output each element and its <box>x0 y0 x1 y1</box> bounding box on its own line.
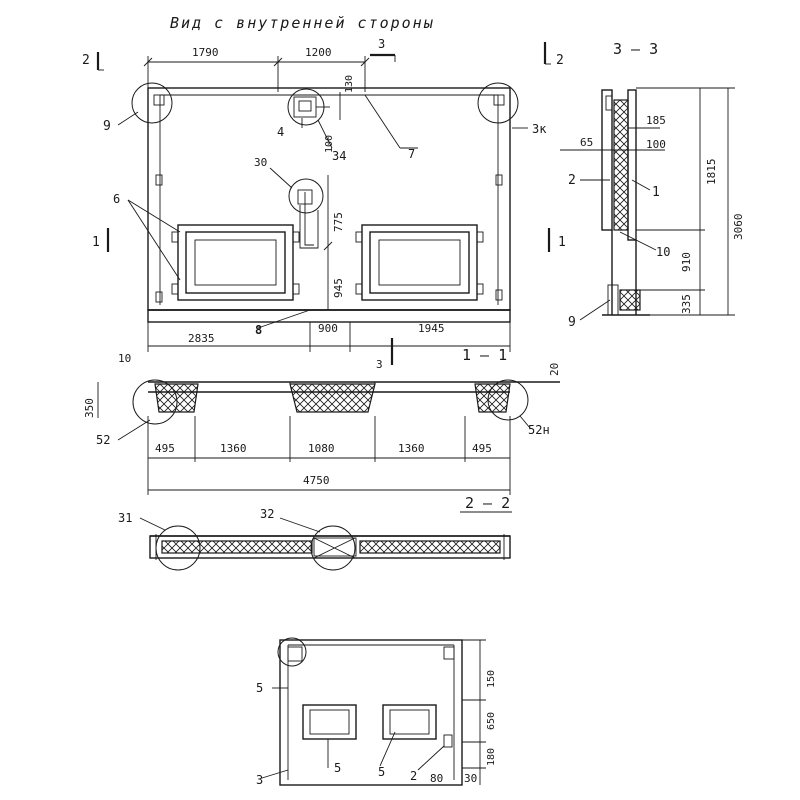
dim-910: 910 <box>680 252 693 272</box>
label-34: 34 <box>332 149 346 163</box>
callout-circle-30 <box>288 178 324 214</box>
dim-total-4750: 4750 <box>303 474 330 487</box>
dim-10: 10 <box>118 352 131 365</box>
label-7: 7 <box>408 147 415 161</box>
dim-335: 335 <box>680 294 693 314</box>
dim-65: 65 <box>580 136 593 149</box>
dim-20: 20 <box>548 363 561 376</box>
label-5-small-right: 5 <box>378 765 385 779</box>
section-mark-1-left: 1 <box>92 235 100 250</box>
callout-circle-9 <box>131 82 173 124</box>
dim-945: 945 <box>332 278 345 298</box>
label-30: 30 <box>254 156 267 169</box>
label-4: 4 <box>277 125 284 139</box>
label-52: 52 <box>96 433 110 447</box>
callout-circle-small <box>277 637 307 667</box>
label-9: 9 <box>103 119 111 134</box>
callout-circle-52 <box>132 379 178 425</box>
callout-circle-3k <box>477 82 519 124</box>
callout-circle-52n <box>487 379 529 421</box>
label-6: 6 <box>113 192 120 206</box>
dim-1080: 1080 <box>308 442 335 455</box>
dim-495-left: 495 <box>155 442 175 455</box>
label-8: 8 <box>255 323 262 337</box>
dim-3060: 3060 <box>732 214 745 241</box>
section-2-2-title: 2 — 2 <box>465 494 510 512</box>
dim-650-small: 650 <box>486 712 497 730</box>
panel-base-strip <box>147 309 511 323</box>
section-3-3: 3 — 3 1815 3060 910 335 185 65 100 2 1 <box>560 40 745 330</box>
label-5-small-mid: 5 <box>334 761 341 775</box>
section-mark-3-bottom: 3 <box>376 358 383 371</box>
dim-top-1200: 1200 <box>305 46 332 59</box>
dim-130: 130 <box>344 75 355 93</box>
dim-150-small: 150 <box>486 670 497 688</box>
label-9-s33: 9 <box>568 315 576 330</box>
section-1-1-title: 1 — 1 <box>462 346 507 364</box>
label-3-small: 3 <box>256 773 263 787</box>
section-mark-1-right: 1 <box>558 235 566 250</box>
label-1-s33: 1 <box>652 185 660 200</box>
main-view-title: Вид с внутренней стороны <box>170 14 435 32</box>
dim-1360-left: 1360 <box>220 442 247 455</box>
label-10-s33: 10 <box>656 245 670 259</box>
label-2-small: 2 <box>410 769 417 783</box>
main-view: 1790 1200 130 100 775 945 2835 900 1945 … <box>82 37 566 371</box>
section-mark-3-top: 3 <box>378 37 385 51</box>
dim-bottom-2835: 2835 <box>188 332 215 345</box>
dim-495-right: 495 <box>472 442 492 455</box>
dim-775: 775 <box>332 212 345 232</box>
dim-80-small: 80 <box>430 772 443 785</box>
dim-180-small: 180 <box>486 748 497 766</box>
dim-1360-right: 1360 <box>398 442 425 455</box>
dim-top-1790: 1790 <box>192 46 219 59</box>
dim-185: 185 <box>646 114 666 127</box>
dim-bottom-900: 900 <box>318 322 338 335</box>
label-3k: 3к <box>532 122 547 136</box>
panel-outline <box>147 87 511 311</box>
section-3-3-title: 3 — 3 <box>613 40 658 58</box>
section-mark-2-right: 2 <box>556 53 564 68</box>
dim-350: 350 <box>83 398 96 418</box>
dim-100: 100 <box>646 138 666 151</box>
label-32: 32 <box>260 507 274 521</box>
callout-circle-31 <box>155 525 201 571</box>
section-mark-2-left: 2 <box>82 53 90 68</box>
dim-bottom-1945: 1945 <box>418 322 445 335</box>
window-left <box>171 224 300 301</box>
small-view: 150 650 180 30 80 5 5 5 3 2 <box>256 637 497 787</box>
section-2-2: 2 — 2 31 32 <box>118 494 512 571</box>
dim-30-small: 30 <box>464 772 477 785</box>
label-52n: 52н <box>528 423 550 437</box>
callout-circle-32 <box>310 525 356 571</box>
section-1-1: 1 — 1 350 10 20 495 1360 1080 1360 495 <box>83 346 561 495</box>
label-2-s33: 2 <box>568 173 576 188</box>
window-right <box>355 224 484 301</box>
callout-circle-4 <box>287 88 325 126</box>
label-5-small-left: 5 <box>256 681 263 695</box>
dim-1815: 1815 <box>705 159 718 186</box>
label-31: 31 <box>118 511 132 525</box>
